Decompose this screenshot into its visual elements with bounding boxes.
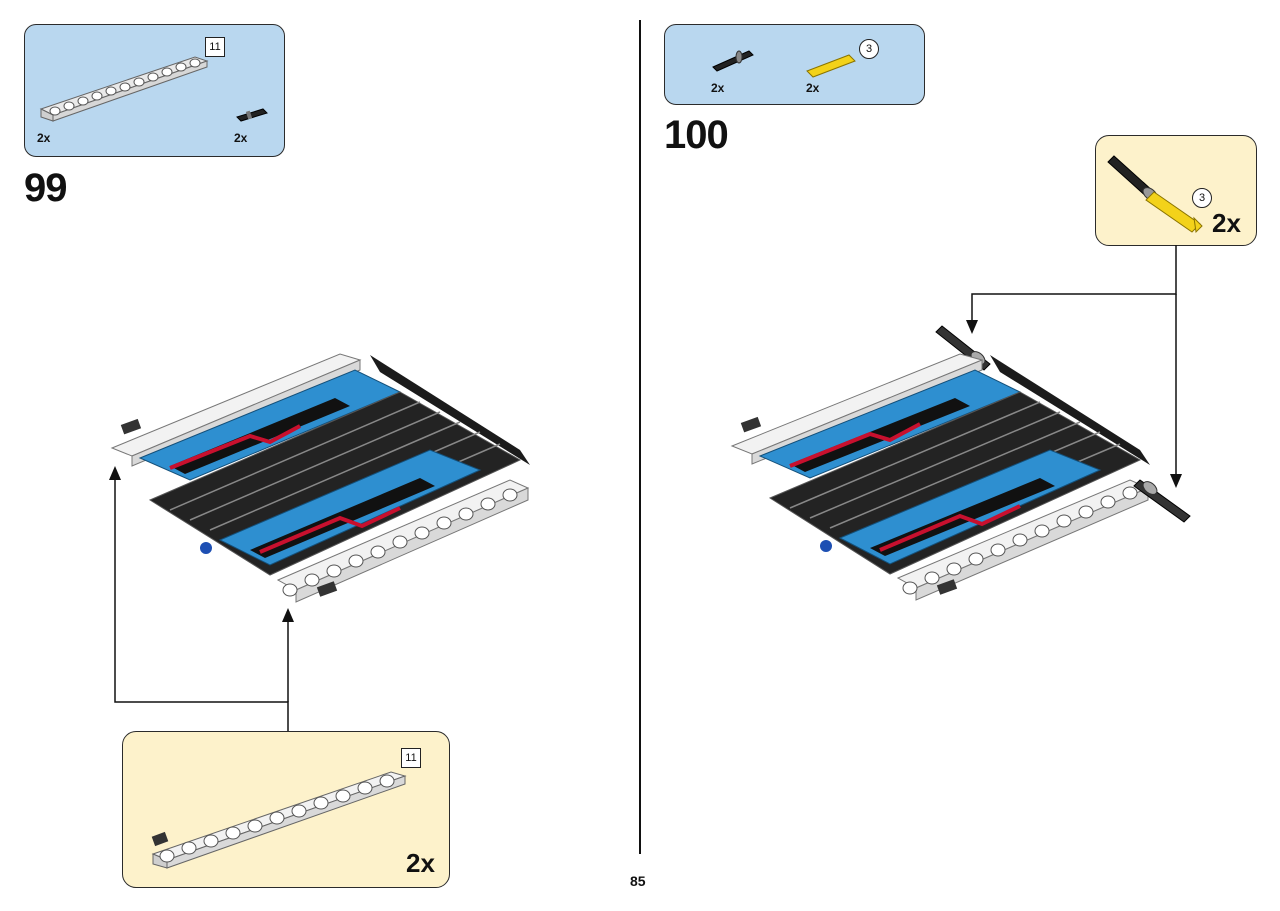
axle-pin-with-axle-icon: [1107, 155, 1203, 234]
page-divider: [639, 20, 641, 854]
beam-11-icon: [39, 56, 209, 122]
subassembly-quantity: 2x: [406, 848, 435, 878]
beam-quantity: 2x: [37, 131, 51, 145]
axle-pin-quantity: 2x: [711, 81, 725, 95]
step-99-parts-list: 11 2x 2x: [24, 24, 285, 157]
step-99-model: [110, 353, 530, 603]
subassembly-axle-length: 3: [1192, 188, 1212, 208]
axle-quantity: 2x: [806, 81, 820, 95]
step-99-arrows: [109, 466, 294, 732]
subassembly-beam-length: 11: [401, 748, 421, 768]
axle-length-label: 3: [859, 39, 879, 59]
beam-11-icon: [151, 771, 407, 869]
step-100-subassembly-callout: 3 2x: [1095, 135, 1257, 246]
step-number-100: 100: [664, 113, 729, 157]
pin-icon: [236, 108, 268, 122]
step-99-subassembly-callout: 11 2x: [122, 731, 450, 888]
beam-length-label: 11: [205, 37, 225, 57]
axle-3-icon: [806, 54, 856, 78]
step-100-model: [730, 325, 1191, 601]
pin-quantity: 2x: [234, 131, 248, 145]
page-number: 85: [630, 873, 646, 889]
axle-pin-icon: [712, 50, 754, 72]
subassembly-quantity: 2x: [1212, 208, 1241, 238]
step-100-parts-list: 2x 3 2x: [664, 24, 925, 105]
step-number-99: 99: [24, 166, 67, 210]
